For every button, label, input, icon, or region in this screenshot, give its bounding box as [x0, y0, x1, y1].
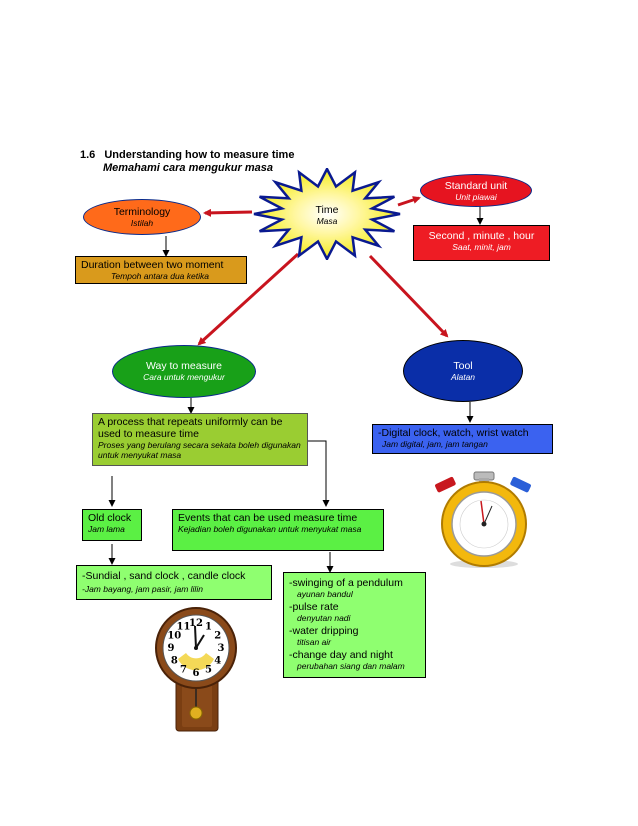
events-box: Events that can be used measure time Kej…: [172, 509, 384, 551]
standard-unit-sub: Unit piawai: [455, 192, 497, 202]
duration-sub: Tempoh antara dua ketika: [111, 271, 209, 281]
clock-numeral: 7: [180, 665, 187, 676]
stopwatch-image: [435, 471, 531, 568]
clock-numeral: 12: [189, 618, 203, 629]
events-list-box: -swinging of a pendulum ayunan bandul -p…: [283, 572, 426, 678]
tool-sub: Alatan: [450, 372, 476, 382]
events-list-item: -change day and night perubahan siang da…: [289, 649, 420, 671]
arrow-time-to-way: [197, 252, 300, 346]
clock-numeral: 3: [218, 643, 225, 654]
standard-unit-label: Standard unit: [444, 180, 508, 192]
clock-numeral: 6: [193, 668, 200, 679]
event-daynight: -change day and night: [289, 649, 393, 661]
events-list-item: -water dripping titisan air: [289, 625, 420, 647]
events-sub: Kejadian boleh digunakan untuk menyukat …: [178, 524, 362, 534]
section-title: Understanding how to measure time: [104, 149, 295, 161]
event-pendulum: -swinging of a pendulum: [289, 577, 403, 589]
event-water: -water dripping: [289, 625, 359, 637]
terminology-node: Terminology Istilah: [83, 199, 201, 235]
arrow-time-to-tool: [368, 254, 449, 338]
terminology-label: Terminology: [113, 206, 171, 218]
events-list-item: -pulse rate denyutan nadi: [289, 601, 420, 623]
section-heading: 1.6 Understanding how to measure time Me…: [80, 149, 294, 175]
tool-label: Tool: [453, 360, 473, 372]
standard-unit-node: Standard unit Unit piawai: [420, 174, 532, 207]
clock-numeral: 5: [205, 665, 212, 676]
units-label: Second , minute , hour: [428, 230, 535, 242]
time-sub: Masa: [316, 216, 338, 226]
way-sub: Cara untuk mengukur: [143, 372, 225, 382]
section-subtitle: Memahami cara mengukur masa: [103, 162, 273, 174]
old-clock-label: Old clock: [88, 512, 132, 524]
clock-numeral: 4: [214, 656, 221, 667]
sundial-box: -Sundial , sand clock , candle clock -Ja…: [76, 565, 272, 600]
sundial-sub: -Jam bayang, jam pasir, jam lilin: [82, 584, 203, 594]
arrow-time-to-standard-unit: [397, 196, 421, 207]
arrow-time-to-terminology: [203, 208, 253, 217]
digital-sub: Jam digital, jam, jam tangan: [382, 439, 488, 449]
digital-box: -Digital clock, watch, wrist watch Jam d…: [372, 424, 553, 454]
way-to-measure-node: Way to measure Cara untuk mengukur: [112, 345, 256, 398]
starburst-polygon: [253, 168, 401, 260]
section-number: 1.6: [80, 149, 96, 161]
old-clock-box: Old clock Jam lama: [82, 509, 142, 541]
clock-numeral: 11: [177, 621, 191, 632]
way-label: Way to measure: [145, 360, 223, 372]
time-node: Time Masa: [252, 168, 402, 260]
duration-box: Duration between two moment Tempoh antar…: [75, 256, 247, 284]
process-box: A process that repeats uniformly can be …: [92, 413, 308, 466]
process-sub: Proses yang berulang secara sekata boleh…: [98, 440, 301, 460]
clock-numeral: 2: [214, 631, 221, 642]
terminology-sub: Istilah: [130, 218, 154, 228]
digital-label: -Digital clock, watch, wrist watch: [378, 427, 529, 439]
event-water-sub: titisan air: [297, 637, 332, 647]
clock-numeral: 10: [167, 631, 181, 642]
clock-numeral: 9: [168, 643, 175, 654]
time-label: Time: [315, 204, 339, 216]
event-pulse: -pulse rate: [289, 601, 339, 613]
clock-numeral: 8: [171, 656, 178, 667]
starburst-shape: [253, 168, 401, 260]
tool-node: Tool Alatan: [403, 340, 523, 402]
sundial-label: -Sundial , sand clock , candle clock: [82, 570, 246, 582]
duration-label: Duration between two moment: [81, 259, 224, 271]
units-sub: Saat, minit, jam: [452, 242, 511, 252]
event-pendulum-sub: ayunan bandul: [297, 589, 353, 599]
event-daynight-sub: perubahan siang dan malam: [297, 661, 405, 671]
old-clock-sub: Jam lama: [88, 524, 125, 534]
event-pulse-sub: denyutan nadi: [297, 613, 351, 623]
events-list-item: -swinging of a pendulum ayunan bandul: [289, 577, 420, 599]
units-box: Second , minute , hour Saat, minit, jam: [413, 225, 550, 261]
process-label: A process that repeats uniformly can be …: [98, 416, 283, 440]
events-label: Events that can be used measure time: [178, 512, 358, 524]
clock-numeral: 1: [205, 621, 212, 632]
